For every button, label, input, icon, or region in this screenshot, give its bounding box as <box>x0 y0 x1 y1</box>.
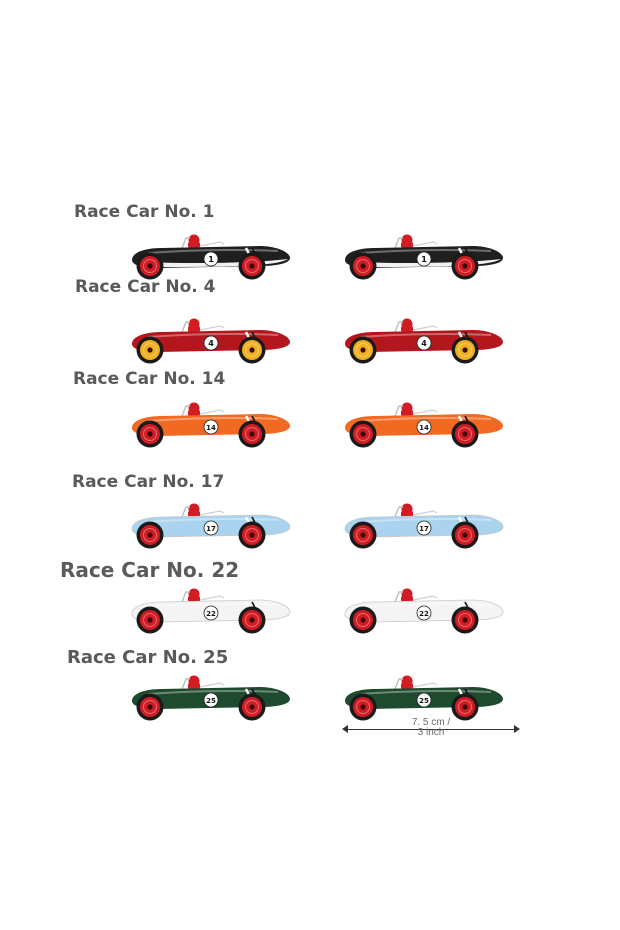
car-label-4: Race Car No. 4 <box>75 277 216 297</box>
race-car-14-left: 14 <box>128 398 293 450</box>
race-car-22-left: 22 <box>128 584 293 636</box>
race-car-1-left: 1 <box>128 230 293 282</box>
svg-text:14: 14 <box>206 424 216 432</box>
dimension-line <box>346 729 516 730</box>
size-dimension: 7. 5 cm / 3 inch <box>342 716 520 744</box>
car-label-22: Race Car No. 22 <box>60 558 240 582</box>
svg-text:25: 25 <box>419 697 429 705</box>
svg-text:22: 22 <box>419 610 429 618</box>
race-car-25-right: 25 <box>341 671 506 723</box>
race-car-17-right: 17 <box>341 499 506 551</box>
car-label-25: Race Car No. 25 <box>67 647 229 668</box>
arrow-right-icon <box>514 725 520 733</box>
svg-text:25: 25 <box>206 697 216 705</box>
svg-text:17: 17 <box>419 525 429 533</box>
arrow-left-icon <box>342 725 348 733</box>
car-label-17: Race Car No. 17 <box>72 472 225 492</box>
car-label-1: Race Car No. 1 <box>74 202 215 222</box>
dimension-cm: 7. 5 cm / <box>411 717 451 728</box>
race-car-22-right: 22 <box>341 584 506 636</box>
svg-text:1: 1 <box>421 255 427 264</box>
race-car-17-left: 17 <box>128 499 293 551</box>
svg-text:22: 22 <box>206 610 216 618</box>
dimension-inch: 3 inch <box>417 727 445 738</box>
race-car-4-left: 4 <box>128 314 293 366</box>
race-car-4-right: 4 <box>341 314 506 366</box>
dimension-text: 7. 5 cm / 3 inch <box>342 718 520 738</box>
svg-text:4: 4 <box>208 339 214 348</box>
race-car-25-left: 25 <box>128 671 293 723</box>
svg-text:1: 1 <box>208 255 214 264</box>
svg-text:4: 4 <box>421 339 427 348</box>
svg-text:14: 14 <box>419 424 429 432</box>
race-car-1-right: 1 <box>341 230 506 282</box>
car-label-14: Race Car No. 14 <box>73 369 226 389</box>
svg-text:17: 17 <box>206 525 216 533</box>
race-car-14-right: 14 <box>341 398 506 450</box>
